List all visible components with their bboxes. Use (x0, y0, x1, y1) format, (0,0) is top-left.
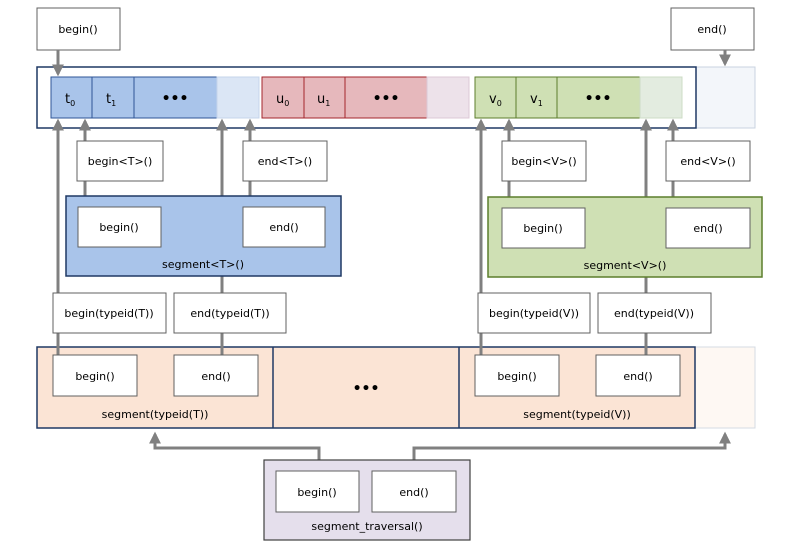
svg-text:end(): end() (623, 370, 652, 383)
segment-v-begin: begin() (501, 207, 586, 249)
segment-v-end: end() (665, 207, 751, 249)
cell-u1: u1 (317, 92, 330, 108)
svg-text:begin(): begin() (99, 221, 138, 234)
svg-text:segment<V>(): segment<V>() (584, 259, 667, 272)
svg-text:begin(typeid(T)): begin(typeid(T)) (64, 307, 153, 320)
begin-t-label: begin<T>() (76, 140, 164, 182)
svg-text:begin(typeid(V)): begin(typeid(V)) (489, 307, 579, 320)
seg-typeid-v-end: end() (595, 354, 681, 397)
buffer-u-reserve (426, 76, 470, 119)
svg-text:begin(): begin() (297, 486, 336, 499)
end-typeid-v-label: end(typeid(V)) (597, 292, 712, 334)
seg-typeid-v-begin: begin() (474, 354, 560, 397)
svg-text:segment<T>(): segment<T>() (162, 258, 244, 271)
svg-text:end<V>(): end<V>() (680, 155, 735, 168)
buffer-v-group: v0 v1 ••• (474, 76, 683, 119)
seg-typeid-t-begin: begin() (52, 354, 138, 397)
seg-typeid-t-label: segment(typeid(T)) (102, 408, 209, 421)
svg-text:segment_traversal(): segment_traversal() (311, 520, 422, 533)
cell-v-ellipsis: ••• (585, 91, 612, 107)
begin-v-label: begin<V>() (501, 140, 587, 182)
svg-text:end(typeid(V)): end(typeid(V)) (614, 307, 694, 320)
segments-middle-ellipsis: ••• (353, 381, 380, 397)
traversal-end: end() (371, 470, 457, 513)
cell-t1: t1 (106, 92, 116, 108)
segments-row (36, 346, 696, 429)
svg-text:begin<V>(): begin<V>() (511, 155, 576, 168)
segment-t-end: end() (242, 206, 326, 248)
end-t-label: end<T>() (242, 140, 328, 182)
begin-typeid-v-label: begin(typeid(V)) (477, 292, 591, 334)
buffer-v-reserve (639, 76, 683, 119)
cell-v0: v0 (489, 92, 502, 108)
top-end-box: end() (670, 7, 755, 51)
svg-text:end(): end() (399, 486, 428, 499)
cell-t-ellipsis: ••• (162, 91, 189, 107)
buffer-ghost-end (695, 66, 756, 129)
segments-ghost-end (694, 346, 756, 429)
buffer-t-reserve (216, 76, 260, 119)
svg-text:begin(): begin() (75, 370, 114, 383)
seg-typeid-t-end: end() (173, 354, 259, 397)
cell-u-ellipsis: ••• (373, 91, 400, 107)
svg-text:end(): end() (697, 23, 726, 36)
seg-typeid-v-label: segment(typeid(V)) (523, 408, 631, 421)
svg-text:end(): end() (693, 222, 722, 235)
svg-text:begin(): begin() (58, 23, 97, 36)
segment-t-begin: begin() (77, 206, 162, 248)
end-typeid-t-label: end(typeid(T)) (173, 292, 287, 334)
svg-text:end<T>(): end<T>() (258, 155, 312, 168)
svg-text:end(): end() (269, 221, 298, 234)
svg-text:begin(): begin() (523, 222, 562, 235)
top-begin-box: begin() (36, 7, 121, 51)
buffer-u-group: u0 u1 ••• (261, 76, 470, 119)
svg-text:end(): end() (201, 370, 230, 383)
cell-v1: v1 (530, 92, 543, 108)
svg-text:begin(): begin() (497, 370, 536, 383)
svg-text:end(typeid(T)): end(typeid(T)) (190, 307, 269, 320)
cell-u0: u0 (276, 92, 289, 108)
traversal-begin: begin() (275, 470, 360, 513)
begin-typeid-t-label: begin(typeid(T)) (52, 292, 167, 334)
svg-text:begin<T>(): begin<T>() (88, 155, 153, 168)
cell-t0: t0 (65, 92, 75, 108)
buffer-t-group: t0 t1 ••• (50, 76, 260, 119)
end-v-label: end<V>() (665, 140, 751, 182)
